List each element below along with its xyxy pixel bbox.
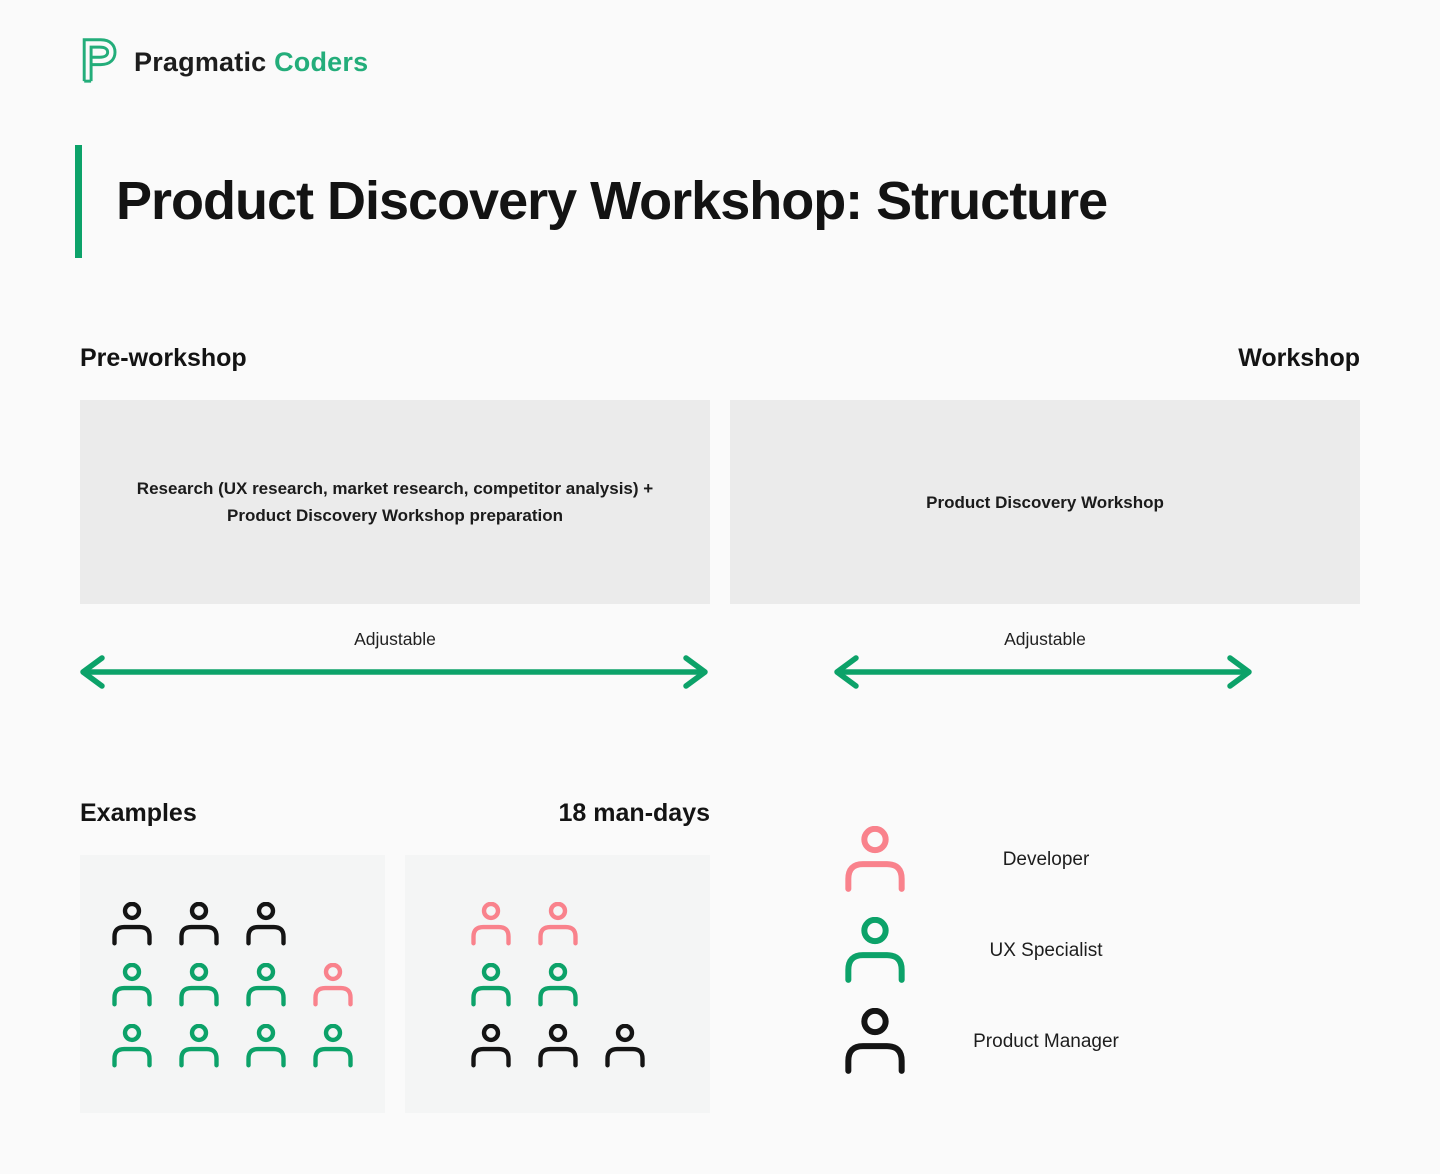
person-icon-green [111, 963, 153, 1007]
examples-heading: Examples [80, 799, 197, 827]
workshop-panel-text: Product Discovery Workshop [926, 492, 1164, 512]
person-icon-black [111, 902, 153, 946]
person-icon-pink [470, 902, 512, 946]
pre-workshop-label: Pre-workshop [80, 344, 247, 372]
person-icon-black [537, 1024, 579, 1068]
legend-item-ux-specialist: UX Specialist [843, 917, 1185, 984]
person-icon-pink [312, 963, 354, 1007]
person-icon-green [312, 1024, 354, 1068]
logo-text-accent: Coders [274, 47, 369, 77]
legend: Developer UX Specialist Product Manager [843, 826, 1185, 1099]
person-icon [843, 826, 907, 893]
logo-text-primary: Pragmatic [134, 47, 267, 77]
person-icon [843, 917, 907, 984]
example-team-grid-2 [405, 855, 710, 1113]
person-icon-green [537, 963, 579, 1007]
person-icon-green [111, 1024, 153, 1068]
person-icon-black [245, 902, 287, 946]
workshop-panel: Product Discovery Workshop [730, 400, 1360, 604]
legend-item-developer: Developer [843, 826, 1185, 893]
legend-label: UX Specialist [989, 939, 1103, 961]
person-grid [470, 902, 646, 1068]
workshop-range-arrow-icon [831, 654, 1255, 695]
pragmatic-coders-p-icon [75, 36, 121, 89]
person-icon-green [178, 963, 220, 1007]
person-icon-black [470, 1024, 512, 1068]
pre-workshop-adjustable-label: Adjustable [354, 629, 436, 649]
pre-workshop-panel-text: Research (UX research, market research, … [136, 479, 654, 525]
page-title: Product Discovery Workshop: Structure [116, 171, 1108, 231]
person-grid [111, 902, 354, 1068]
person-icon [843, 1008, 907, 1075]
title-accent-bar [75, 145, 82, 258]
person-icon-green [178, 1024, 220, 1068]
person-icon-black [604, 1024, 646, 1068]
logo-wordmark: Pragmatic Coders [134, 47, 368, 78]
pre-workshop-panel: Research (UX research, market research, … [80, 400, 710, 604]
person-icon-black [178, 902, 220, 946]
example-team-grid-1 [80, 855, 385, 1113]
legend-item-product-manager: Product Manager [843, 1008, 1185, 1075]
legend-label: Developer [1002, 848, 1090, 870]
workshop-adjustable-label: Adjustable [1004, 629, 1086, 649]
man-days-heading: 18 man-days [558, 799, 710, 827]
person-icon-pink [537, 902, 579, 946]
person-icon-green [245, 1024, 287, 1068]
person-icon-green [245, 963, 287, 1007]
logo: Pragmatic Coders [75, 36, 368, 89]
workshop-label: Workshop [1238, 344, 1360, 372]
pre-workshop-range-arrow-icon [77, 654, 711, 695]
legend-label: Product Manager [973, 1030, 1119, 1052]
person-icon-green [470, 963, 512, 1007]
